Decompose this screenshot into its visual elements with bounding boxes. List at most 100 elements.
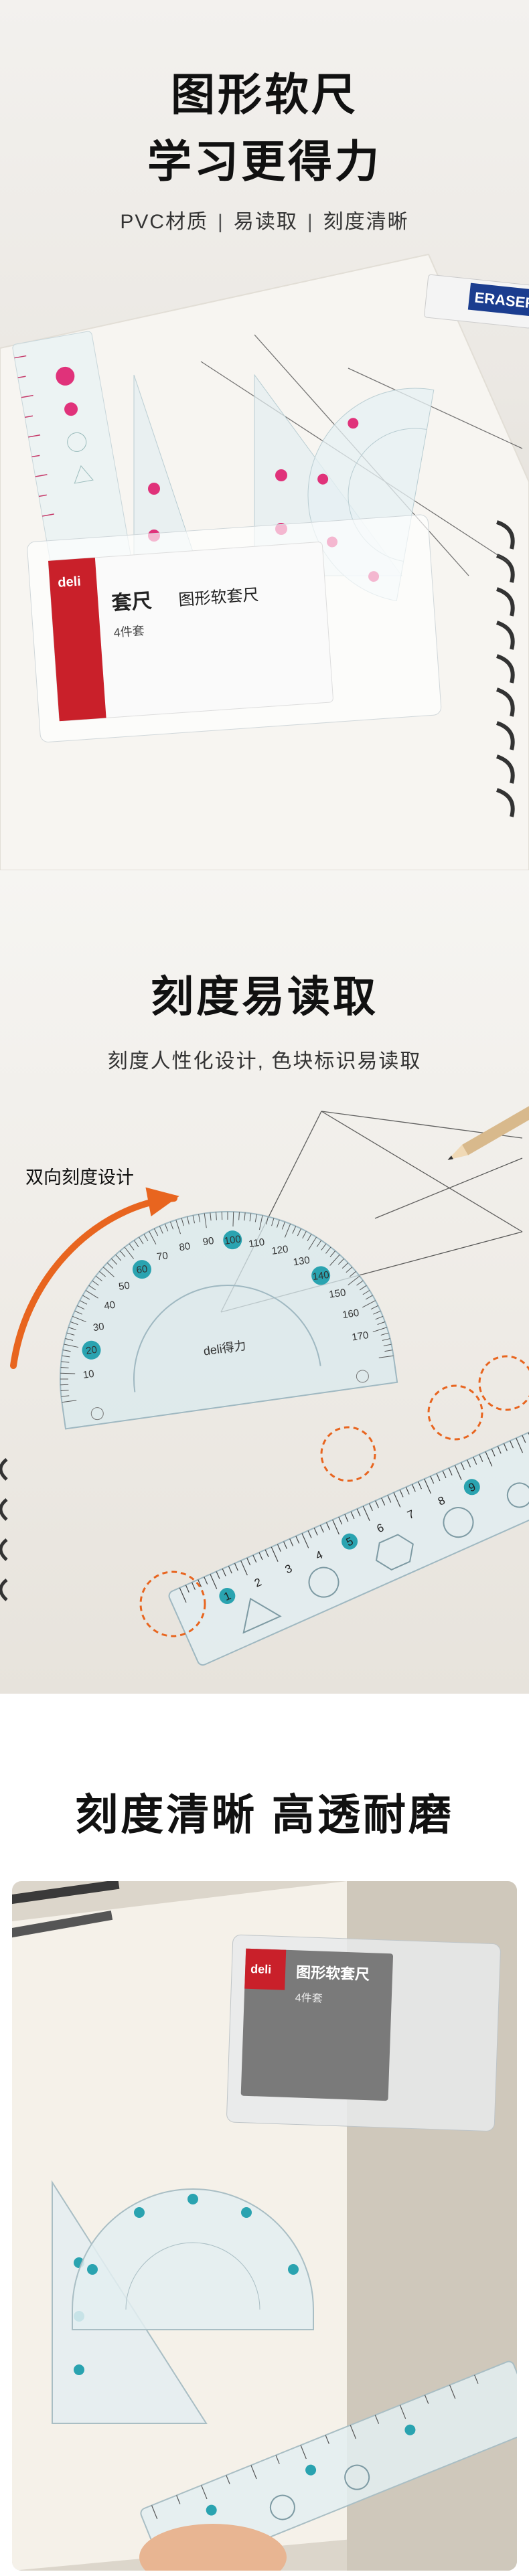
protractor-label: 100	[223, 1230, 242, 1250]
protractor-tick	[325, 1246, 331, 1254]
protractor-tick	[115, 1254, 122, 1261]
protractor-tick	[254, 1214, 257, 1222]
feature-separator: |	[218, 211, 224, 233]
ruler-tick	[179, 1587, 187, 1603]
protractor-tick	[62, 1355, 70, 1358]
straight-ruler	[140, 2360, 517, 2571]
svg-text:140: 140	[312, 1269, 330, 1283]
protractor-tick	[292, 1226, 297, 1234]
straight-ruler	[12, 331, 133, 582]
ruler-tick	[289, 1538, 294, 1546]
protractor-tick	[85, 1290, 98, 1299]
protractor-tick	[170, 1221, 174, 1230]
protractor-label: 60	[132, 1260, 151, 1279]
product-photo: deli 图形软套尺 4件套	[12, 1881, 517, 2571]
protractor-tick	[210, 1212, 212, 1221]
protractor-tick	[378, 1355, 394, 1358]
svg-text:170: 170	[351, 1330, 369, 1343]
ruler-tick	[393, 1492, 401, 1508]
ruler-tick	[448, 1467, 453, 1476]
protractor-tick	[61, 1361, 70, 1363]
protractor-tick	[92, 1280, 99, 1286]
package-count: 4件套	[113, 624, 145, 639]
protractor-tick	[129, 1243, 135, 1251]
protractor-tick	[365, 1295, 373, 1300]
feature-list: PVC材质|易读取|刻度清晰	[0, 205, 529, 234]
ruler-tick	[307, 1530, 312, 1538]
protractor-tick	[383, 1344, 392, 1347]
protractor-label: 130	[293, 1255, 311, 1268]
ruler-tick	[271, 1546, 279, 1562]
protractor-tick	[159, 1226, 163, 1234]
ruler-tick	[356, 1508, 361, 1517]
protractor-tick	[102, 1267, 115, 1277]
protractor-tick	[321, 1243, 327, 1251]
protractor-tick	[377, 1321, 386, 1325]
ruler-tick	[516, 1437, 524, 1453]
package-count: 4件套	[295, 1992, 323, 2004]
readability-title: 刻度易读取	[151, 973, 378, 1021]
protractor-tick	[356, 1280, 364, 1286]
eraser: ERASER	[424, 274, 529, 329]
ruler-tick	[240, 1560, 248, 1576]
protractor-tick	[187, 1216, 190, 1225]
ruler-tick	[485, 1451, 493, 1467]
svg-text:150: 150	[328, 1287, 346, 1300]
protractor-tick	[384, 1350, 393, 1352]
ruler-tick	[301, 1533, 309, 1548]
ruler-tick	[430, 1475, 435, 1484]
ruler-tick	[210, 1574, 218, 1589]
svg-text:70: 70	[156, 1250, 169, 1263]
ruler-tick	[411, 1484, 416, 1492]
protractor-label: 70	[156, 1250, 169, 1263]
ruler-tick	[295, 1536, 300, 1544]
ruler-tick	[204, 1577, 208, 1585]
ruler-label: 1	[219, 1588, 236, 1605]
protractor-tick	[66, 1332, 75, 1336]
feature-pvc: PVC材质	[120, 211, 209, 233]
protractor-tick	[79, 1300, 88, 1305]
brand-logo: deli	[250, 1962, 272, 1976]
svg-text:100: 100	[224, 1234, 242, 1247]
protractor-tick	[70, 1321, 78, 1325]
ruler-tick	[222, 1568, 226, 1577]
protractor-tick	[227, 1211, 228, 1220]
protractor-tick	[99, 1271, 106, 1277]
ruler-tick	[198, 1579, 202, 1587]
protractor-tick	[60, 1378, 68, 1380]
ruler-tick	[216, 1571, 220, 1579]
ruler-tick	[313, 1528, 318, 1536]
protractor-tick	[308, 1236, 317, 1250]
ruler-tick	[473, 1457, 477, 1465]
protractor-tick	[373, 1310, 381, 1315]
svg-text:90: 90	[202, 1235, 215, 1248]
protractor-tick	[362, 1290, 370, 1295]
ruler-tick	[277, 1544, 281, 1552]
feature-clear-scale: 刻度清晰	[323, 211, 409, 233]
svg-text:80: 80	[178, 1240, 191, 1253]
protractor-tick	[370, 1305, 378, 1310]
ruler-tick	[264, 1549, 269, 1558]
protractor-label: 160	[342, 1307, 360, 1321]
ruler-tick	[381, 1498, 386, 1506]
protractor-tick	[153, 1228, 159, 1236]
protractor-tick	[307, 1234, 312, 1242]
ruler-tick	[467, 1459, 471, 1467]
protractor-tick	[360, 1285, 367, 1291]
direction-arrow	[10, 1195, 177, 1369]
ruler-tick	[418, 1481, 422, 1490]
protractor-tick	[124, 1246, 135, 1259]
feature-separator: |	[307, 211, 314, 233]
ruler-tick	[228, 1566, 232, 1574]
protractor-tick	[271, 1218, 275, 1226]
hero-title-line1: 图形软尺	[171, 70, 358, 119]
protractor-tick	[60, 1390, 69, 1391]
durability-section: 刻度清晰 高透耐磨 deli 图形软套尺 4件套	[0, 1694, 529, 2576]
protractor-tick	[133, 1240, 139, 1247]
protractor-tick	[216, 1212, 217, 1220]
protractor-tick	[316, 1240, 322, 1247]
protractor-tick	[277, 1220, 280, 1228]
protractor-tick	[111, 1258, 118, 1265]
